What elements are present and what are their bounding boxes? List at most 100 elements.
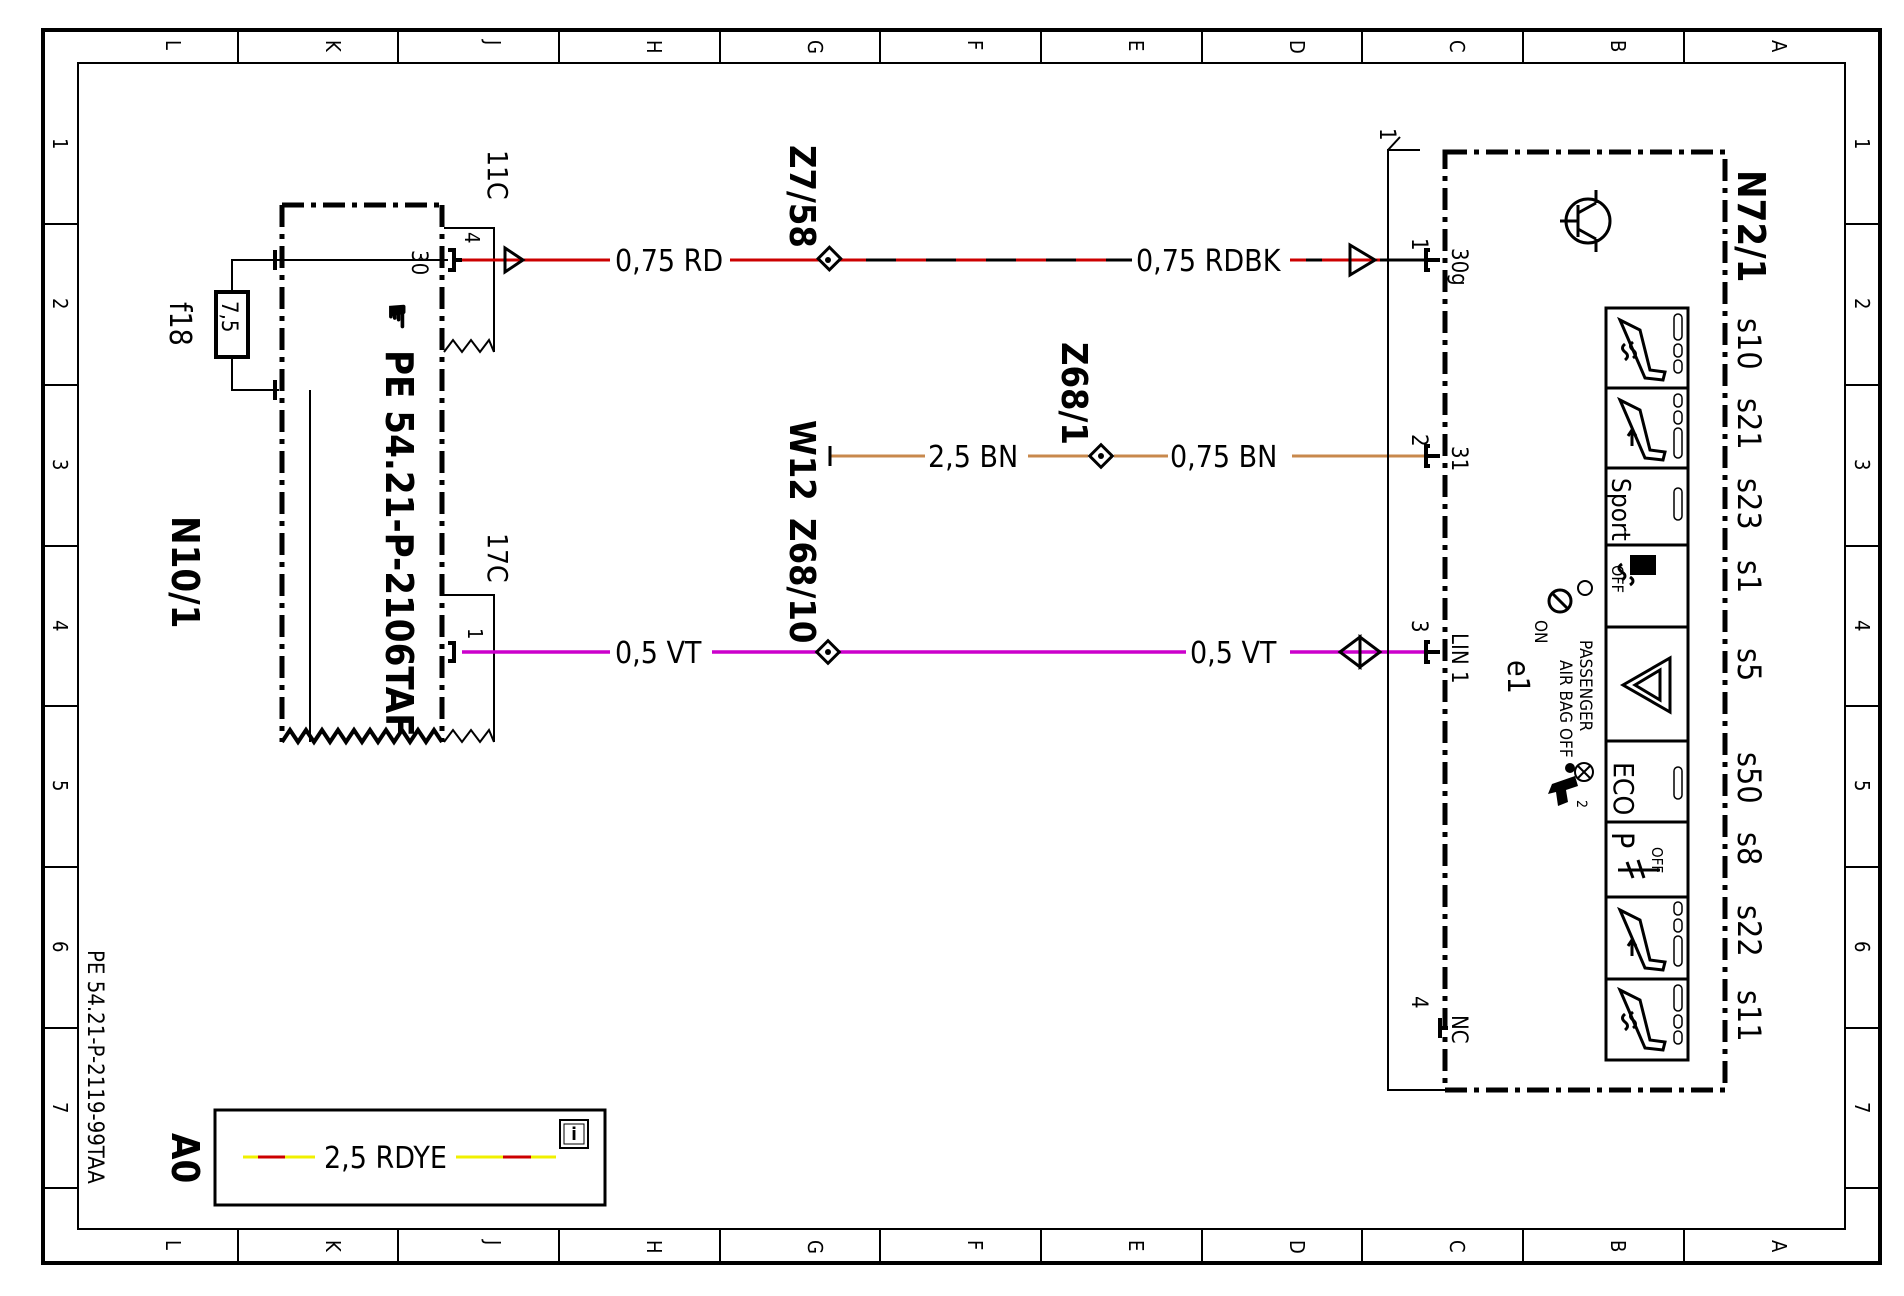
splice-z68-1-label: Z68/1 xyxy=(1053,342,1094,445)
airbag-text-3: OFF xyxy=(1555,728,1575,758)
wire2-right-label: 0,75 BN xyxy=(1170,440,1277,475)
pin-socket-bottom xyxy=(448,641,456,663)
airbag-lamp-on-icon xyxy=(1547,588,1573,614)
seat-adjust-icon-2 xyxy=(1616,906,1667,972)
column-label-top: B xyxy=(1606,40,1630,52)
column-label-top: K xyxy=(321,40,345,53)
right-module-pins xyxy=(1424,248,1448,1038)
switch-label-s21: s21 xyxy=(1730,398,1768,450)
switch-label-s11: s11 xyxy=(1730,990,1768,1042)
column-label-bottom: G xyxy=(803,1240,827,1254)
row-label-right: 5 xyxy=(1850,780,1874,791)
column-label-bottom: J xyxy=(481,1239,505,1245)
seat-heater-icon-2 xyxy=(1616,986,1667,1052)
fuse-id: f18 xyxy=(162,302,197,346)
arrow-wire1-right xyxy=(1348,242,1378,278)
switch-label-s10: s10 xyxy=(1730,318,1768,370)
row-label-right: 2 xyxy=(1850,298,1874,309)
switch-panel xyxy=(1604,306,1690,1062)
wire3-right-label: 0,5 VT xyxy=(1190,636,1277,671)
splice-z68-10-label: Z68/10 xyxy=(781,518,822,643)
wire2-left-label: 2,5 BN xyxy=(928,440,1018,475)
switch-label-s22: s22 xyxy=(1730,905,1768,957)
eco-button-label: ECO xyxy=(1607,762,1640,815)
column-label-top: L xyxy=(161,40,185,50)
column-label-top: D xyxy=(1285,40,1309,54)
right-module-corner-label: 1 xyxy=(1374,128,1399,141)
column-label-top: E xyxy=(1124,40,1148,51)
seated-passenger-icon xyxy=(1548,763,1578,806)
hazard-warning-icon xyxy=(1619,655,1672,715)
splice-dot xyxy=(1098,453,1104,459)
switch-label-s23: s23 xyxy=(1730,478,1768,530)
parking-sensor-icon xyxy=(1618,859,1660,879)
airbag-on-label: ON xyxy=(1530,620,1550,643)
drawing-frame xyxy=(41,28,1882,1265)
seat-adjust-icon xyxy=(1616,396,1667,462)
legend-wire-label: 2,5 RDYE xyxy=(324,1141,447,1176)
parking-p-label: P xyxy=(1604,832,1639,848)
wire1-right-label: 0,75 RDBK xyxy=(1136,244,1282,279)
info-icon: i xyxy=(559,1119,589,1149)
row-label-left: 6 xyxy=(48,941,72,952)
column-label-bottom: D xyxy=(1285,1240,1309,1254)
pin-socket-top xyxy=(448,248,462,272)
row-label-right: 4 xyxy=(1850,620,1874,631)
sport-button-label: Sport xyxy=(1605,478,1635,541)
row-label-right: 7 xyxy=(1850,1102,1874,1113)
left-module-id: N10/1 xyxy=(163,516,207,628)
airbag-lamp-small-icon xyxy=(1577,580,1593,596)
row-label-left: 4 xyxy=(48,620,72,631)
pin-top-number: 4 xyxy=(460,232,484,243)
esp-off-icon xyxy=(1617,555,1656,587)
seat-heater-icon xyxy=(1616,316,1667,382)
svg-text:i: i xyxy=(571,1124,577,1145)
column-label-bottom: L xyxy=(161,1240,185,1250)
document-id: PE 54.21-P-2119-99TAA xyxy=(82,950,107,1184)
airbag-lamp-off-icon xyxy=(1574,762,1594,782)
splice-dot xyxy=(825,649,831,655)
pin-label: 31 xyxy=(1446,446,1471,471)
parking-off-label: OFF xyxy=(1648,847,1666,873)
connector-17c: 17C xyxy=(481,533,514,583)
pin-label: LIN 1 xyxy=(1446,633,1471,684)
switch-leds xyxy=(1673,313,1683,1045)
column-label-bottom: K xyxy=(321,1240,345,1253)
row-label-left: 3 xyxy=(48,459,72,470)
splice-dot xyxy=(825,257,831,263)
column-label-top: H xyxy=(642,40,666,54)
right-module-outline xyxy=(1442,149,1728,1093)
column-label-bottom: E xyxy=(1124,1240,1148,1251)
left-module-reference: PE 54.21-P-2106TAF xyxy=(377,350,421,737)
transistor-icon xyxy=(1560,190,1612,252)
airbag-text-2: AIR BAG xyxy=(1555,660,1575,723)
fuse-rating: 7,5 xyxy=(216,301,241,332)
row-label-left: 7 xyxy=(48,1102,72,1113)
esp-off-label: OFF xyxy=(1608,565,1627,593)
pin-number: 3 xyxy=(1406,620,1431,633)
switch-label-s5: s5 xyxy=(1730,648,1768,681)
terminal-30: 30 xyxy=(406,250,431,275)
airbag-sub: 2 xyxy=(1573,800,1589,808)
right-module-id: N72/1 xyxy=(1729,170,1773,282)
pin-label: NC xyxy=(1446,1015,1471,1044)
column-label-bottom: A xyxy=(1767,1240,1791,1253)
row-label-left: 1 xyxy=(48,138,72,149)
pointing-hand-icon: ☛ xyxy=(376,302,417,331)
connector-17c-outline xyxy=(443,594,495,744)
column-label-top: G xyxy=(803,40,827,54)
column-label-bottom: H xyxy=(642,1240,666,1254)
column-label-top: A xyxy=(1767,40,1791,53)
pin-number: 1 xyxy=(1406,238,1431,251)
connector-11c: 11C xyxy=(481,150,514,200)
switch-label-s50: s50 xyxy=(1730,752,1768,804)
row-label-right: 3 xyxy=(1850,459,1874,470)
row-label-right: 1 xyxy=(1850,138,1874,149)
column-label-bottom: C xyxy=(1445,1240,1469,1253)
